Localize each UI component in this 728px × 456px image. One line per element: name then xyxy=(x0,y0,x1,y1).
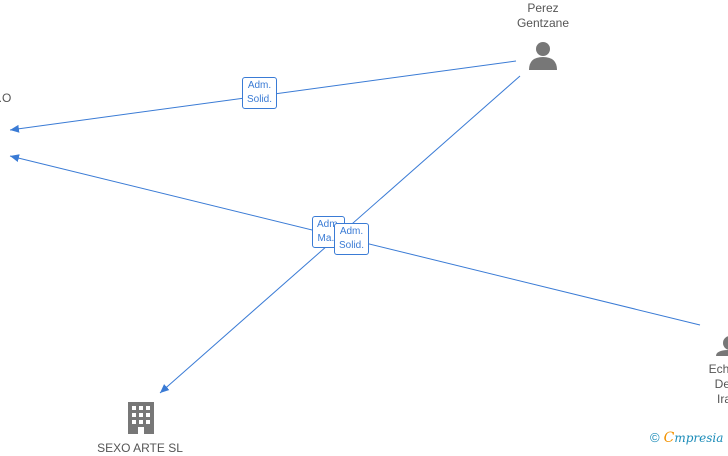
brand-initial: C xyxy=(663,430,675,446)
person-icon[interactable] xyxy=(716,336,728,356)
person-icon[interactable] xyxy=(529,42,557,70)
node-label-sexo-arte[interactable]: SEXO ARTE SL xyxy=(97,441,183,455)
brand-name: mpresia xyxy=(674,431,724,445)
node-label-echeverria[interactable]: Echer...De ...Ira... xyxy=(708,362,728,406)
edge-label-perez-left-company[interactable]: Adm.Solid. xyxy=(242,77,278,109)
edge-label-echeverria-left-company[interactable]: Adm.Solid. xyxy=(334,223,370,255)
building-icon[interactable] xyxy=(128,402,154,434)
node-label-left-company[interactable]: ...O xyxy=(0,91,12,105)
copyright-symbol: © xyxy=(650,430,660,445)
empresia-logo: ©Cmpresia xyxy=(650,430,723,446)
